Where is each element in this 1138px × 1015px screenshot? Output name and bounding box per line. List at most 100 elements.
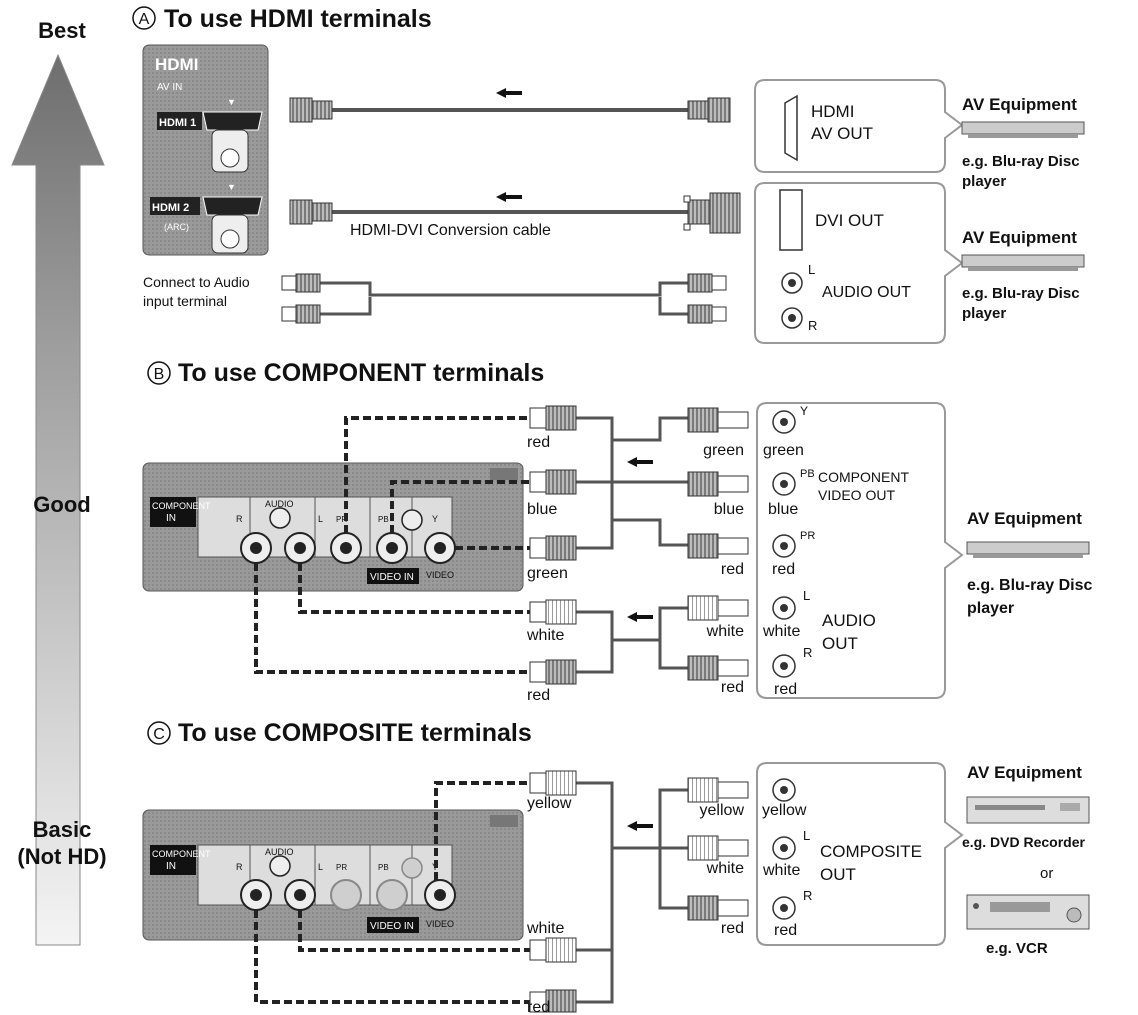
c-left-label-1: yellow: [527, 795, 572, 812]
c-box-label-1: yellow: [762, 802, 807, 819]
section-c-marker: C: [147, 721, 171, 745]
composite-out-label-2: OUT: [820, 865, 856, 884]
section-b-marker: B: [147, 361, 171, 385]
arc-label: (ARC): [164, 222, 189, 232]
composite-plugs: [529, 770, 749, 1013]
section-b-title: To use COMPONENT terminals: [178, 359, 544, 387]
video-in-label: VIDEO IN: [370, 572, 414, 583]
c-left-label-2: white: [526, 920, 564, 937]
bluray-player-icon: [961, 121, 1085, 138]
c-video-in-label: VIDEO IN: [370, 921, 414, 932]
b-right-label-3: red: [721, 561, 744, 578]
b-box-label-5: red: [774, 681, 797, 698]
b-box-label-2: blue: [768, 501, 798, 518]
equip-c-line1: e.g. DVD Recorder: [962, 834, 1085, 850]
c-right-label-1: yellow: [700, 802, 745, 819]
dvd-recorder-icon: [966, 796, 1090, 824]
panel-r-label: R: [236, 514, 243, 524]
svg-text:A: A: [139, 11, 150, 28]
hdmi-direction-arrow: [496, 88, 522, 98]
panel-pr-label: PR: [336, 515, 347, 524]
c-panel-pb-label: PB: [378, 863, 389, 872]
bluray-player-icon: [966, 541, 1090, 558]
composite-out-box: [756, 762, 964, 946]
c-right-label-3: red: [721, 920, 744, 937]
equip-a1-line2: player: [962, 173, 1006, 190]
av-out-box-hdmi: [754, 79, 964, 173]
panel-pb-label: PB: [378, 515, 389, 524]
dvi-direction-arrow: [496, 192, 522, 202]
b-box-label-4: white: [762, 623, 800, 640]
hdmi-out-line1: HDMI: [811, 102, 854, 121]
b-right-label-1: green: [703, 442, 744, 459]
panel-audio-label: AUDIO: [265, 499, 294, 509]
hdmi-cable: [289, 97, 731, 123]
hdmi1-arrow-mark: ▼: [227, 97, 236, 107]
tv-composite-panel: [142, 809, 524, 941]
component-cables: [576, 416, 690, 674]
tv-jack-pb-top: [401, 509, 423, 531]
b-box-label-1: green: [763, 442, 804, 459]
b-left-label-2: blue: [527, 501, 557, 518]
tv-hdmi-panel: HDMI AV IN ▼ HDMI 1 ▼ HDMI 2 (ARC): [142, 44, 269, 256]
equip-a2-line1: e.g. Blu-ray Disc: [962, 285, 1080, 302]
b-right-label-4: white: [706, 623, 744, 640]
b-box-label-3: red: [772, 561, 795, 578]
b-jack-mark-pr: PR: [800, 530, 815, 542]
quality-scale-arrow: [11, 53, 105, 946]
b-jack-mark-r: R: [803, 645, 812, 660]
bluray-player-icon: [961, 254, 1085, 271]
section-a-title: To use HDMI terminals: [164, 5, 432, 33]
level-best: Best: [38, 18, 86, 43]
equip-a1-title: AV Equipment: [962, 95, 1077, 114]
tv-component-panel: [142, 462, 524, 592]
c-comp-in-label-2: IN: [166, 861, 176, 872]
component-plugs-right: [687, 407, 749, 681]
hdmi-dvi-cable: [289, 192, 741, 234]
c-panel-pr-label: PR: [336, 863, 347, 872]
conversion-cable-label: HDMI-DVI Conversion cable: [350, 222, 551, 239]
equip-a2-title: AV Equipment: [962, 228, 1077, 247]
svg-text:C: C: [153, 726, 165, 743]
b-left-label-4: white: [526, 627, 564, 644]
av-in-label: AV IN: [157, 82, 182, 93]
panel-l-label: L: [318, 514, 323, 524]
c-box-label-3: red: [774, 922, 797, 939]
c-jack-mark-r: R: [803, 888, 812, 903]
section-c-title: To use COMPOSITE terminals: [178, 719, 532, 747]
dvi-out-label: DVI OUT: [815, 211, 884, 230]
component-dashed-leads: [254, 416, 530, 674]
section-a-marker: A: [132, 6, 156, 30]
level-not-hd: (Not HD): [17, 844, 106, 869]
comp-in-label-2: IN: [166, 513, 176, 524]
b-left-label-3: green: [527, 565, 568, 582]
c-panel-audio-label: AUDIO: [265, 847, 294, 857]
equip-b-title: AV Equipment: [967, 509, 1082, 528]
audio-note-line1: Connect to Audio: [143, 274, 250, 290]
c-panel-l-label: L: [318, 862, 323, 872]
c-left-label-3: red: [527, 999, 550, 1015]
b-left-label-1: red: [527, 434, 550, 451]
component-out-label-2: VIDEO OUT: [818, 487, 895, 503]
equip-c-line2: e.g. VCR: [986, 940, 1048, 957]
c-box-label-2: white: [762, 862, 800, 879]
svg-text:B: B: [154, 366, 165, 383]
audio-out-label-a: AUDIO OUT: [822, 284, 911, 301]
equip-c-or: or: [1040, 865, 1053, 882]
b-jack-mark-l: L: [803, 588, 810, 603]
c-right-label-2: white: [706, 860, 744, 877]
audio-rca-cable-a: [281, 273, 727, 324]
b-audio-out-label-1: AUDIO: [822, 611, 876, 630]
level-basic: Basic: [33, 817, 92, 842]
level-good: Good: [33, 492, 90, 517]
tv-jack-audio-top: [269, 507, 291, 529]
hdmi2-label: HDMI 2: [152, 202, 189, 214]
composite-out-label-1: COMPOSITE: [820, 842, 922, 861]
hdmi-logo: HDMI: [155, 55, 198, 74]
c-video-label: VIDEO: [426, 919, 454, 929]
video-label: VIDEO: [426, 570, 454, 580]
av-out-box-dvi: [754, 182, 964, 344]
b-audio-out-label-2: OUT: [822, 634, 858, 653]
hdmi2-arrow-mark: ▼: [227, 182, 236, 192]
comp-in-label-1: COMPONENT: [152, 501, 211, 511]
